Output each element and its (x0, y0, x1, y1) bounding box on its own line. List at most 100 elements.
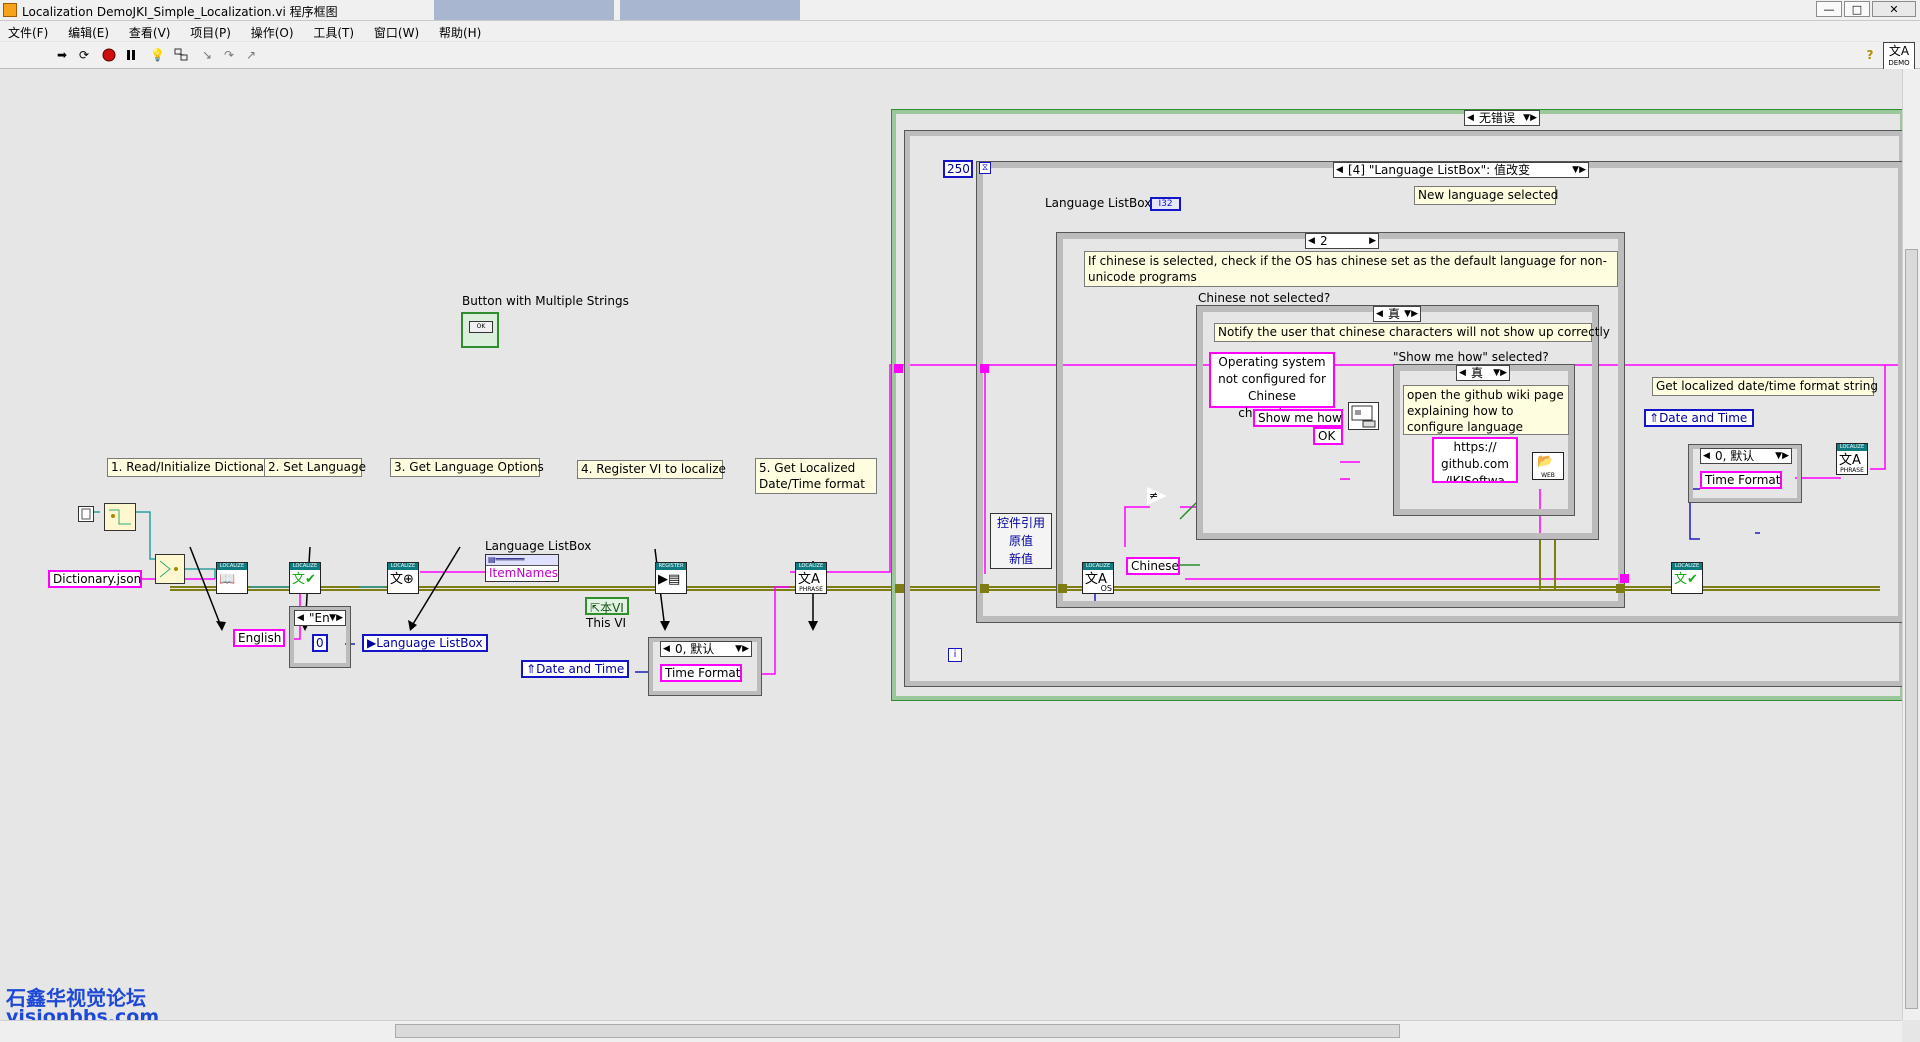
horizontal-scroll-thumb[interactable] (395, 1024, 1400, 1038)
selector-left-arrow[interactable]: ◀ (1336, 165, 1343, 175)
selector-right-arrow[interactable]: ▼▶ (1404, 309, 1418, 319)
language-case-selector[interactable]: ◀"En▼▶ (294, 610, 346, 626)
selector-right-arrow[interactable]: ▼▶ (1572, 165, 1586, 175)
translate-options-icon: 文⊕ (390, 572, 414, 587)
show-me-how-constant[interactable]: Show me how (1253, 409, 1343, 427)
run-continuous-icon[interactable]: ⟳ (78, 48, 90, 62)
time-format-case-structure[interactable] (648, 637, 762, 696)
menu-edit[interactable]: 编辑(E) (68, 26, 110, 40)
time-format-case-structure-2[interactable] (1688, 444, 1802, 503)
file-path-constant-icon[interactable] (78, 506, 94, 522)
step-out-icon[interactable]: ↗ (245, 48, 257, 62)
strip-path-function-icon[interactable] (155, 554, 185, 584)
vertical-scrollbar[interactable] (1902, 69, 1920, 1020)
vertical-scroll-thumb[interactable] (1905, 249, 1918, 1009)
open-url-subvi[interactable]: 📂WEB (1532, 452, 1564, 480)
event-oldval[interactable]: 原值 (1008, 534, 1033, 548)
read-dictionary-subvi[interactable]: LOCALIZE📖 (216, 562, 248, 594)
menu-help[interactable]: 帮助(H) (438, 26, 482, 40)
build-path-function-icon[interactable] (104, 503, 136, 531)
english-constant[interactable]: English (233, 629, 285, 647)
block-diagram-canvas[interactable]: Dictionary.json 1. Read/Initialize Dicti… (0, 69, 1905, 1020)
selector-right-arrow[interactable]: ▼▶ (329, 613, 343, 623)
pause-icon[interactable] (124, 48, 138, 62)
selector-left-arrow[interactable]: ◀ (1376, 309, 1383, 319)
register-vi-subvi[interactable]: REGISTER▶▤ (655, 562, 687, 594)
date-and-time-property-2[interactable]: ⇑Date and Time (1644, 409, 1754, 427)
selector-right-arrow[interactable]: ▼▶ (1493, 368, 1507, 378)
date-and-time-property-1[interactable]: ⇑Date and Time (521, 660, 629, 678)
itemnames-property[interactable]: ItemNames (489, 566, 558, 580)
menu-file[interactable]: 文件(F) (8, 26, 49, 40)
selector-left-arrow[interactable]: ◀ (663, 644, 670, 654)
selector-value: 无错误 (1479, 111, 1516, 125)
chinese-case-selector[interactable]: ◀真▼▶ (1373, 306, 1421, 322)
run-arrow-icon[interactable]: ➡ (56, 48, 68, 62)
selector-left-arrow[interactable]: ◀ (297, 613, 304, 623)
watermark-forum-name: 石鑫华视觉论坛 (6, 986, 146, 1010)
menu-operate[interactable]: 操作(O) (250, 26, 294, 40)
menu-tools[interactable]: 工具(T) (313, 26, 355, 40)
note-notify-user: Notify the user that chinese characters … (1214, 323, 1610, 342)
window-title: Localization DemoJKI_Simple_Localization… (22, 5, 338, 19)
menu-view[interactable]: 查看(V) (128, 26, 171, 40)
timeout-constant[interactable]: 250 (943, 160, 973, 178)
minimize-button[interactable]: — (1816, 1, 1842, 17)
abort-icon[interactable] (102, 48, 116, 62)
event-newval[interactable]: 新值 (1008, 552, 1033, 566)
time-format-case-selector[interactable]: ◀0, 默认▼▶ (660, 641, 752, 657)
chinese-constant[interactable]: Chinese (1126, 557, 1180, 575)
time-format-constant-2[interactable]: Time Format (1700, 471, 1782, 489)
not-equal-compare[interactable] (1147, 487, 1167, 505)
menu-window[interactable]: 窗口(W) (373, 26, 420, 40)
menu-project[interactable]: 项目(P) (190, 26, 231, 40)
this-vi-reference[interactable]: ⇱本VI (585, 597, 629, 615)
close-button[interactable]: ✕ (1872, 1, 1916, 17)
maximize-button[interactable]: □ (1844, 1, 1870, 17)
language-listbox-property-node[interactable]: ▶Language ListBox (362, 634, 488, 652)
horizontal-scrollbar[interactable] (0, 1020, 1902, 1042)
dictionary-path-constant[interactable]: Dictionary.json (48, 570, 142, 588)
time-format-constant-1[interactable]: Time Format (660, 664, 742, 682)
time-format-case-selector-2[interactable]: ◀0, 默认▼▶ (1700, 448, 1792, 464)
selector-left-arrow[interactable]: ◀ (1459, 368, 1466, 378)
selector-left-arrow[interactable]: ◀ (1308, 236, 1315, 246)
selector-left-arrow[interactable]: ◀ (1703, 451, 1710, 461)
selector-right-arrow[interactable]: ▶ (1369, 236, 1376, 246)
checkmark-icon: 文✔ (1674, 572, 1698, 587)
highlight-execution-icon[interactable]: 💡 (150, 48, 165, 62)
ok-constant[interactable]: OK (1313, 427, 1343, 445)
step-over-icon[interactable]: ↷ (223, 48, 235, 62)
selector-left-arrow[interactable]: ◀ (1467, 113, 1474, 123)
iteration-terminal[interactable]: i (948, 648, 962, 662)
step-into-icon[interactable]: ↘ (201, 48, 213, 62)
subvi-band: REGISTER (656, 563, 686, 570)
event-data-node[interactable]: 控件引用 原值 新值 (990, 513, 1052, 569)
github-url-constant[interactable]: https:// github.com /JKISoftwa (1432, 437, 1518, 483)
button-terminal[interactable]: OK (461, 312, 499, 348)
note-get-localized: Get localized date/time format string (1652, 377, 1878, 396)
index-case-selector[interactable]: ◀2▶ (1305, 233, 1379, 249)
show-me-how-case-selector[interactable]: ◀真▼▶ (1456, 365, 1510, 381)
itemnames-property-node[interactable]: ▤══════ ItemNames (485, 554, 559, 582)
help-icon[interactable]: ? (1866, 48, 1874, 62)
two-button-dialog-icon[interactable] (1348, 402, 1379, 430)
error-case-selector[interactable]: ◀ 无错误 ▼▶ (1464, 110, 1540, 126)
vi-corner-icon[interactable]: 文A DEMO (1883, 42, 1915, 74)
event-case-selector[interactable]: ◀[4] "Language ListBox": 值改变▼▶ (1333, 162, 1589, 178)
selector-right-arrow[interactable]: ▼▶ (1775, 451, 1789, 461)
language-case-structure[interactable] (289, 606, 351, 668)
selector-right-arrow[interactable]: ▼▶ (735, 644, 749, 654)
retain-wire-values-icon[interactable] (174, 48, 188, 62)
event-ctlref[interactable]: 控件引用 (996, 516, 1045, 530)
os-message-constant[interactable]: Operating system not configured for Chin… (1209, 352, 1335, 420)
listbox-terminal-i32[interactable]: I32 (1150, 197, 1181, 211)
zero-constant[interactable]: 0 (312, 634, 328, 652)
selector-right-arrow[interactable]: ▼▶ (1523, 113, 1537, 123)
